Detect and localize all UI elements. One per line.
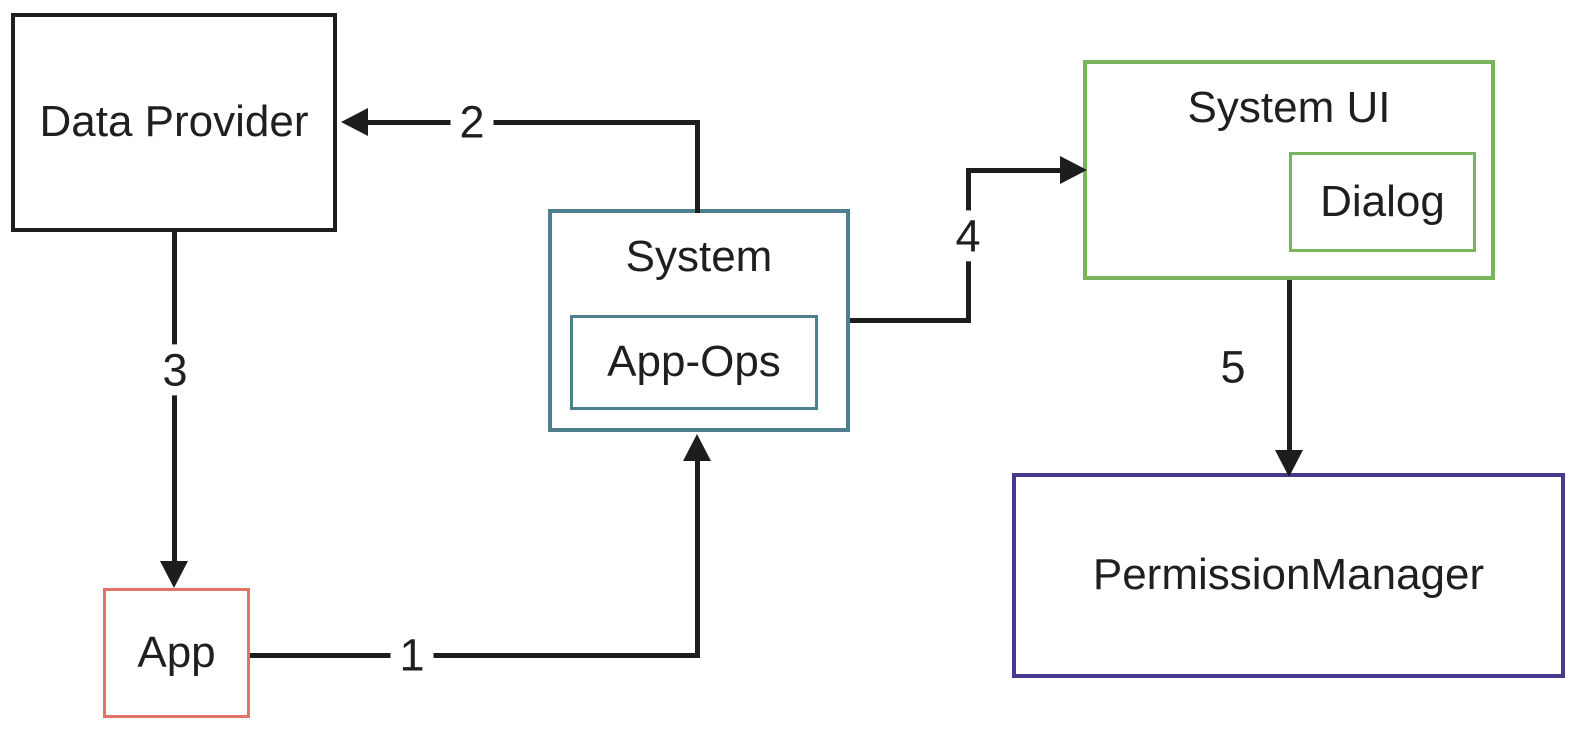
node-permission-manager: PermissionManager [1012,473,1565,678]
edge-label-5: 5 [1211,341,1255,393]
arrow-4-horizontal-segment-lower [850,318,971,323]
arrow-5-arrowhead-down-icon [1275,450,1303,477]
edge-label-4: 4 [946,210,990,262]
edge-label-2: 2 [450,96,494,148]
arrow-1-vertical-segment [695,452,700,658]
node-system: System App-Ops [548,209,850,432]
node-app-label: App [137,627,216,677]
edge-label-1: 1 [390,629,434,681]
node-system-ui-label: System UI [1187,83,1391,132]
node-app: App [103,588,250,718]
node-data-provider: Data Provider [11,13,337,232]
arrow-3-vertical-segment [172,232,177,564]
edge-label-3: 3 [153,344,197,396]
arrow-2-arrowhead-left-icon [341,108,368,136]
node-data-provider-label: Data Provider [39,97,309,147]
arrow-1-horizontal-segment [250,653,700,658]
node-app-ops-label: App-Ops [607,337,781,387]
arrow-3-arrowhead-down-icon [160,561,188,588]
node-dialog: Dialog [1289,152,1476,252]
arrow-2-vertical-segment [695,120,700,213]
arrow-4-arrowhead-right-icon [1060,156,1087,184]
arrow-4-horizontal-segment-upper [966,168,1060,173]
arrow-1-arrowhead-up-icon [683,434,711,461]
node-app-ops: App-Ops [570,315,818,410]
arrow-2-horizontal-segment [362,120,700,125]
arrow-5-vertical-segment [1287,280,1292,452]
node-system-ui: System UI Dialog [1083,60,1495,280]
node-permission-manager-label: PermissionManager [1092,550,1485,600]
node-dialog-label: Dialog [1320,176,1445,226]
node-system-label: System [625,232,773,281]
